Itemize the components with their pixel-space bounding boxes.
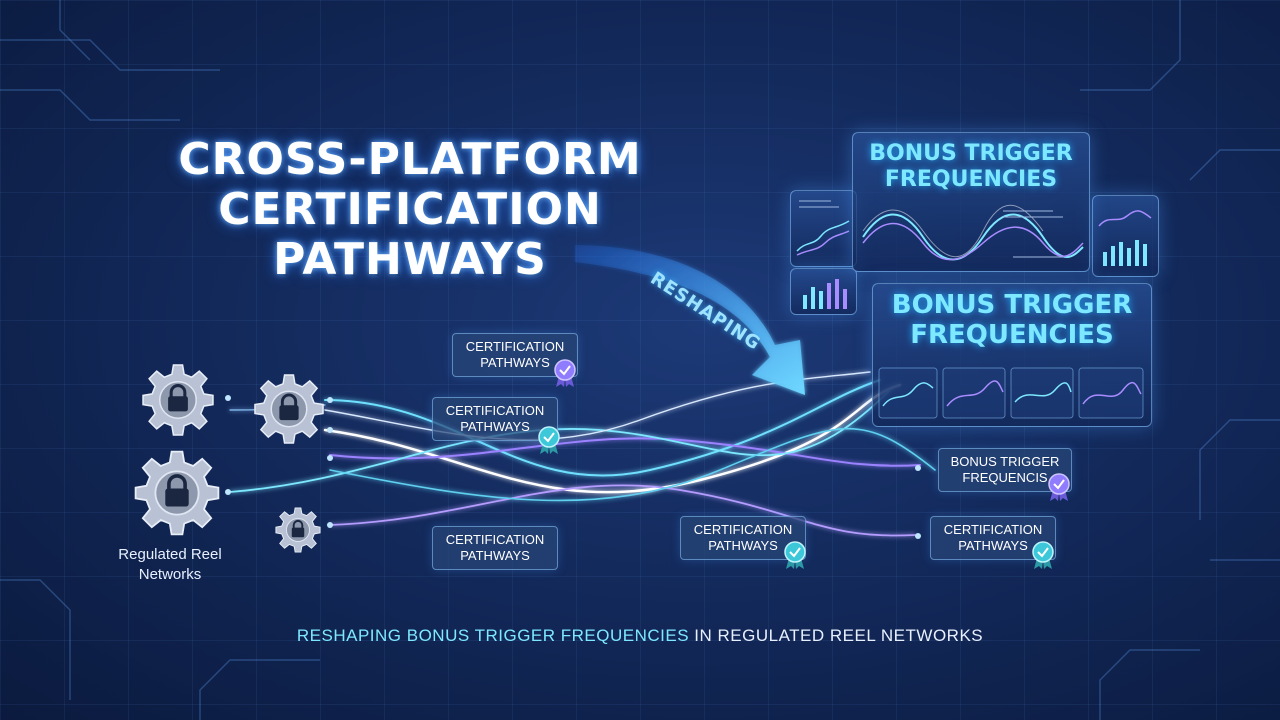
network-label-line-2: Networks <box>138 566 202 583</box>
cert-card-5-line-2: FREQUENCIS <box>962 470 1048 485</box>
main-panel-title-line-2: FREQUENCIES <box>910 320 1114 350</box>
certified-badge-icon <box>1032 541 1054 569</box>
cert-card-4-line-2: PATHWAYS <box>708 538 778 553</box>
cert-card-1: CERTIFICATION PATHWAYS <box>452 333 578 377</box>
cert-card-1-line-1: CERTIFICATION <box>465 339 565 354</box>
mini-wave-icon <box>796 200 850 256</box>
network-label-line-1: Regulated Reel <box>118 546 222 563</box>
main-panel-title-line-1: BONUS TRIGGER <box>891 290 1133 320</box>
subtitle-highlight: RESHAPING BONUS TRIGGER FREQUENCIES <box>296 626 690 645</box>
subtitle: RESHAPING BONUS TRIGGER FREQUENCIES IN R… <box>0 626 1280 646</box>
certified-badge-icon <box>538 426 560 454</box>
mini-panel-right <box>1092 195 1159 277</box>
certified-badge-icon <box>554 359 576 387</box>
mini-chart-icon <box>1098 210 1152 266</box>
cert-card-1-line-2: PATHWAYS <box>480 355 550 370</box>
certified-badge-icon <box>1048 473 1070 501</box>
headline-line-1: CROSS-PLATFORM <box>178 134 642 185</box>
top-panel-title: BONUS TRIGGER FREQUENCIES <box>853 141 1089 193</box>
mini-bars-icon <box>803 279 847 309</box>
cert-card-4-line-1: CERTIFICATION <box>693 522 793 537</box>
main-panel-title: BONUS TRIGGER FREQUENCIES <box>873 290 1151 350</box>
cert-card-6-line-2: PATHWAYS <box>958 538 1028 553</box>
gear-lock-icon <box>275 507 321 553</box>
flow-lines <box>229 371 936 537</box>
cert-card-2-line-1: CERTIFICATION <box>445 403 545 418</box>
curved-arrow-icon <box>575 245 805 395</box>
main-panel-mini-charts <box>878 367 1144 419</box>
cert-card-3-line-2: PATHWAYS <box>460 548 530 563</box>
cert-card-2-line-2: PATHWAYS <box>460 419 530 434</box>
gear-lock-icon <box>254 374 324 444</box>
mini-panel-left-top <box>790 190 857 267</box>
gear-lock-icon <box>134 450 220 536</box>
top-panel-wave-icon <box>862 204 1084 261</box>
headline-line-3: PATHWAYS <box>273 234 547 285</box>
top-panel-title-line-2: FREQUENCIES <box>884 167 1058 192</box>
top-panel-title-line-1: BONUS TRIGGER <box>869 141 1073 166</box>
top-frequencies-panel: BONUS TRIGGER FREQUENCIES <box>852 132 1090 272</box>
cert-card-6-line-1: CERTIFICATION <box>943 522 1043 537</box>
cert-card-5: BONUS TRIGGER FREQUENCIS <box>938 448 1072 492</box>
gear-lock-icon <box>142 364 214 436</box>
cert-card-4: CERTIFICATION PATHWAYS <box>680 516 806 560</box>
subtitle-rest: IN REGULATED REEL NETWORKS <box>689 626 984 645</box>
cert-card-5-line-1: BONUS TRIGGER <box>950 454 1060 469</box>
mini-panel-left-bottom <box>790 268 857 315</box>
headline-line-2: CERTIFICATION <box>218 184 602 235</box>
cert-card-2: CERTIFICATION PATHWAYS <box>432 397 558 441</box>
cert-card-3: CERTIFICATION PATHWAYS <box>432 526 558 570</box>
main-frequencies-panel: BONUS TRIGGER FREQUENCIES <box>872 283 1152 427</box>
cert-card-3-line-1: CERTIFICATION <box>445 532 545 547</box>
network-label: Regulated Reel Networks <box>95 545 245 585</box>
cert-card-6: CERTIFICATION PATHWAYS <box>930 516 1056 560</box>
certified-badge-icon <box>784 541 806 569</box>
headline: CROSS-PLATFORM CERTIFICATION PATHWAYS <box>140 135 680 285</box>
